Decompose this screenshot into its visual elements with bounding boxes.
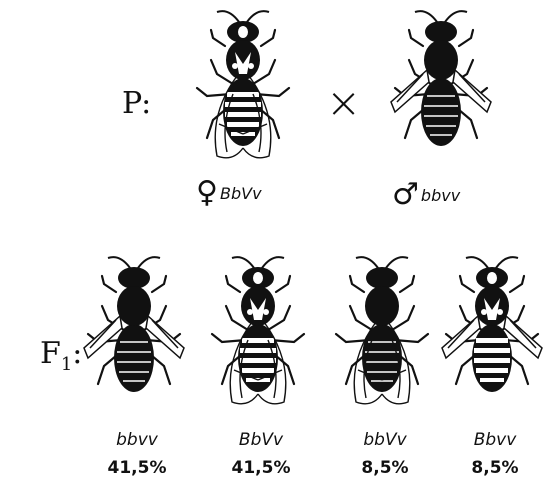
offspring-2-label: BbVv 41,5% (206, 430, 316, 478)
offspring-fly-grey-long-wing (193, 250, 323, 420)
offspring-genotype: bbvv (82, 430, 192, 450)
offspring-3-label: bbVv 8,5% (330, 430, 440, 478)
offspring-fly-grey-short-wing (427, 250, 557, 420)
offspring-genotype: Bbvv (440, 430, 550, 450)
female-fly-grey-long-wing (178, 4, 308, 174)
male-genotype: bbvv (421, 186, 460, 205)
offspring-percent: 8,5% (440, 458, 550, 478)
female-parent-genotype: ♀ BbVv (196, 178, 262, 208)
offspring-4-label: Bbvv 8,5% (440, 430, 550, 478)
offspring-1-label: bbvv 41,5% (82, 430, 192, 478)
offspring-percent: 41,5% (82, 458, 192, 478)
male-fly-black-short-wing (376, 4, 506, 174)
offspring-fly-black-short-wing (69, 250, 199, 420)
parental-generation-label: P: (122, 86, 151, 121)
offspring-genotype: bbVv (330, 430, 440, 450)
female-symbol-icon: ♀ (196, 178, 218, 208)
offspring-genotype: BbVv (206, 430, 316, 450)
offspring-percent: 8,5% (330, 458, 440, 478)
male-parent-genotype: ♂ bbvv (392, 180, 460, 210)
female-genotype: BbVv (220, 184, 262, 203)
cross-symbol: × (326, 82, 361, 124)
male-symbol-icon: ♂ (392, 180, 419, 210)
offspring-percent: 41,5% (206, 458, 316, 478)
